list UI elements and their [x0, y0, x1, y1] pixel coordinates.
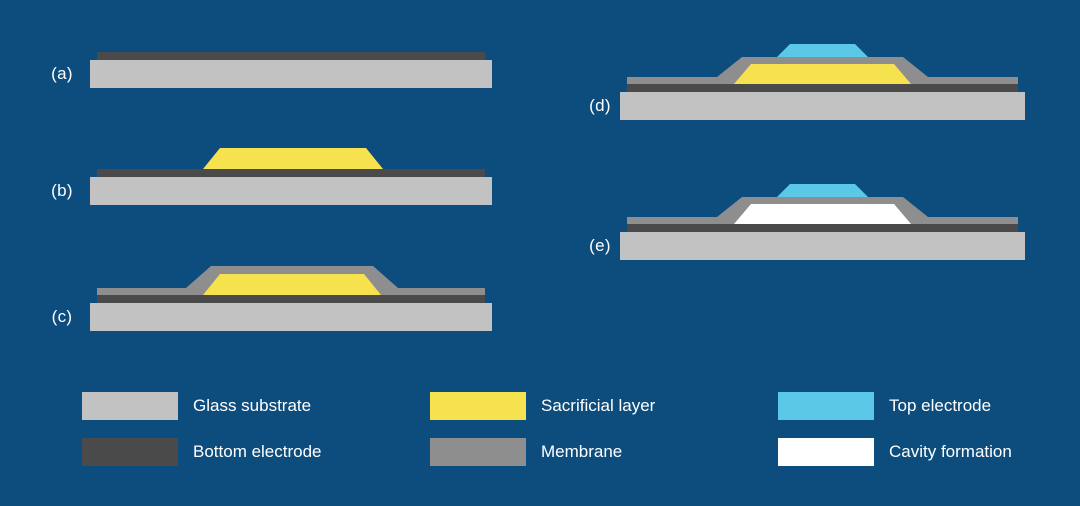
- sacrificial-layer: [734, 64, 911, 84]
- bottom-electrode-layer: [97, 52, 485, 60]
- glass-substrate-layer: [620, 232, 1025, 260]
- glass-substrate-layer: [90, 303, 492, 331]
- swatch-rect: [82, 438, 178, 466]
- top-electrode-swatch: [778, 392, 874, 420]
- glass-substrate-layer: [620, 92, 1025, 120]
- swatch-rect: [430, 438, 526, 466]
- sacrificial-layer: [203, 148, 383, 169]
- bottom-electrode-layer: [97, 169, 485, 177]
- step-label-c: (c): [51, 307, 73, 326]
- step-label-a: (a): [51, 64, 73, 83]
- cavity-formation-layer: [734, 204, 911, 224]
- bottom-electrode-layer: [627, 224, 1018, 232]
- legend-column-3: Top electrode Cavity formation: [778, 392, 1012, 466]
- bottom-electrode-layer: [627, 84, 1018, 92]
- swatch-rect: [778, 392, 874, 420]
- legend-item-sacrificial-layer: Sacrificial layer: [430, 392, 655, 420]
- membrane-swatch: [430, 438, 526, 466]
- step-diagram-c: [90, 266, 492, 331]
- legend-label-glass-substrate: Glass substrate: [193, 396, 312, 415]
- legend-column-1: Glass substrate Bottom electrode: [82, 392, 322, 466]
- legend-item-membrane: Membrane: [430, 438, 655, 466]
- top-electrode-layer: [777, 44, 868, 57]
- legend-label-cavity-formation: Cavity formation: [889, 442, 1012, 461]
- bottom-electrode-layer: [97, 295, 485, 303]
- swatch-rect: [430, 392, 526, 420]
- sacrificial-layer-swatch: [430, 392, 526, 420]
- step-label-b: (b): [51, 181, 73, 200]
- cavity-formation-swatch: [778, 438, 874, 466]
- legend-label-bottom-electrode: Bottom electrode: [193, 442, 322, 461]
- sacrificial-layer: [203, 274, 381, 295]
- glass-substrate-layer: [90, 60, 492, 88]
- legend-column-2: Sacrificial layer Membrane: [430, 392, 655, 466]
- legend-item-glass-substrate: Glass substrate: [82, 392, 322, 420]
- step-diagram-b: [90, 148, 492, 205]
- step-label-d: (d): [589, 96, 611, 115]
- glass-substrate-layer: [90, 177, 492, 205]
- top-electrode-layer: [777, 184, 868, 197]
- swatch-rect: [778, 438, 874, 466]
- glass-substrate-swatch: [82, 392, 178, 420]
- step-label-e: (e): [589, 236, 611, 255]
- legend-label-top-electrode: Top electrode: [889, 396, 992, 415]
- step-diagram-e: [620, 184, 1025, 260]
- legend-item-cavity-formation: Cavity formation: [778, 438, 1012, 466]
- bottom-electrode-swatch: [82, 438, 178, 466]
- legend-item-bottom-electrode: Bottom electrode: [82, 438, 322, 466]
- legend-label-sacrificial-layer: Sacrificial layer: [541, 396, 656, 415]
- legend-item-top-electrode: Top electrode: [778, 392, 1012, 420]
- step-diagram-a: [90, 52, 492, 88]
- legend-label-membrane: Membrane: [541, 442, 623, 461]
- step-diagram-d: [620, 44, 1025, 120]
- swatch-rect: [82, 392, 178, 420]
